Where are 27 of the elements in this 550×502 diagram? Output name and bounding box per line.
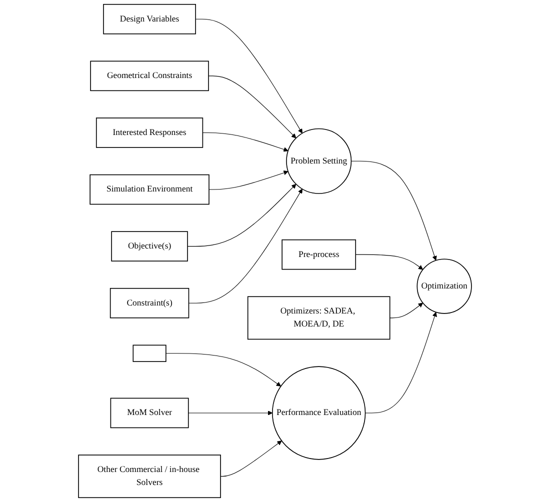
arrow: [202, 132, 288, 152]
arrow: [188, 410, 273, 416]
arrow: [208, 170, 288, 190]
arrow: [187, 184, 296, 247]
node-box: [132, 344, 166, 362]
node-box: Other Commercial / in-house Solvers: [78, 454, 221, 498]
node-circle: Performance Evaluation: [272, 366, 366, 460]
arrow: [208, 76, 296, 138]
node-box: Simulation Environment: [90, 174, 210, 205]
arrow: [166, 353, 282, 386]
arrow: [355, 254, 424, 270]
arrow: [350, 160, 437, 261]
arrow: [390, 302, 424, 318]
arrow: [195, 18, 302, 134]
node-box: Pre-process: [282, 239, 356, 270]
node-box: Geometrical Constraints: [90, 60, 209, 92]
node-box: Design Variables: [103, 4, 196, 34]
node-box: Objective(s): [111, 231, 188, 262]
arrow: [188, 188, 302, 304]
node-circle: Problem Setting: [286, 128, 352, 194]
node-circle: Optimization: [416, 258, 472, 314]
node-box: Optimizers: SADEA, MOEA/D, DE: [247, 296, 390, 340]
node-box: MoM Solver: [110, 398, 189, 428]
arrow: [220, 440, 282, 477]
node-box: Interested Responses: [96, 118, 204, 148]
arrow: [365, 312, 437, 414]
node-box: Constraint(s): [110, 288, 190, 318]
